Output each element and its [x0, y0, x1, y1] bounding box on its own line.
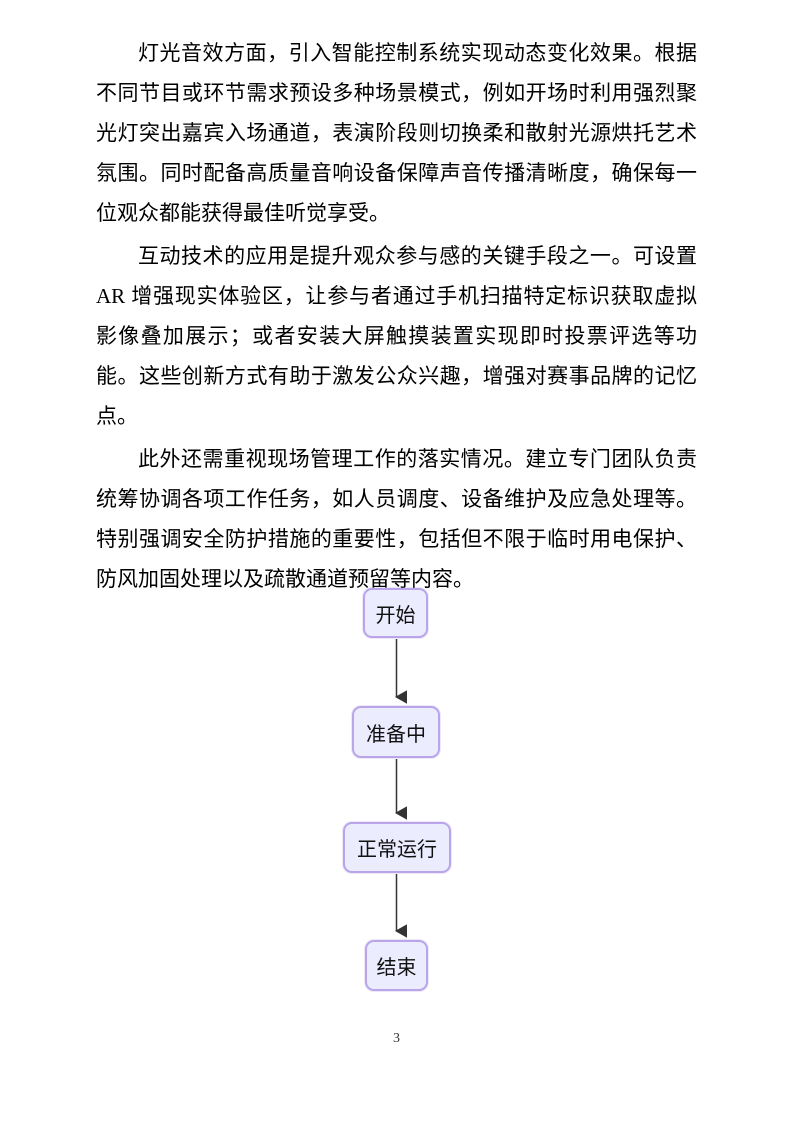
body-text: 灯光音效方面，引入智能控制系统实现动态变化效果。根据不同节目或环节需求预设多种场…	[96, 33, 697, 602]
flowchart-node-label: 结束	[376, 957, 417, 979]
flowchart-node-running: 正常运行	[343, 822, 451, 873]
flowchart-node-preparing: 准备中	[352, 706, 440, 758]
body-paragraph: 互动技术的应用是提升观众参与感的关键手段之一。可设置 AR 增强现实体验区，让参…	[96, 244, 697, 428]
flowchart-node-end: 结束	[365, 940, 428, 991]
flowchart-node-label: 开始	[375, 604, 416, 627]
body-paragraph: 灯光音效方面，引入智能控制系统实现动态变化效果。根据不同节目或环节需求预设多种场…	[96, 41, 697, 225]
body-paragraph: 此外还需重视现场管理工作的落实情况。建立专门团队负责统筹协调各项工作任务，如人员…	[96, 447, 697, 591]
page-number: 3	[393, 1031, 400, 1046]
flowchart-node-label: 正常运行	[357, 839, 437, 861]
flowchart-node-label: 准备中	[366, 723, 426, 746]
